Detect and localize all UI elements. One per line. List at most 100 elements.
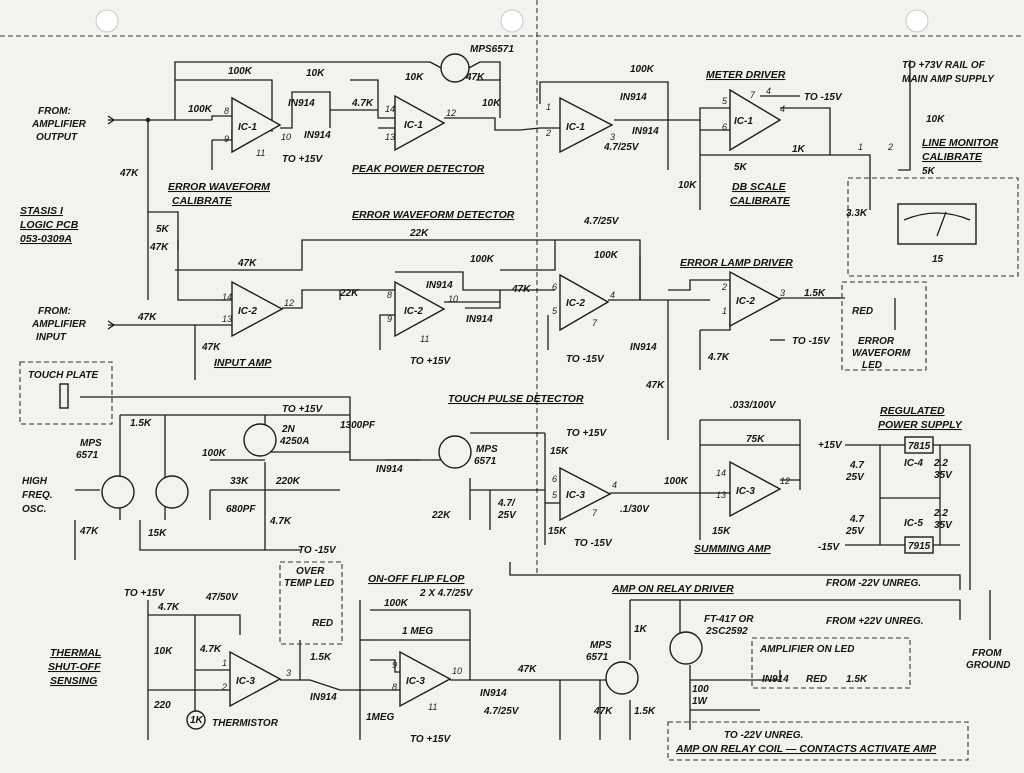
hf-osc-label-3: OSC.: [22, 504, 46, 515]
pin: 10: [448, 294, 458, 304]
component-value: IN914: [304, 130, 331, 141]
pin-numbers: 8 9 10 11 14 13 12 1 2 3 5 6 7 4 14 13 1…: [221, 86, 893, 712]
component-value: 100K: [384, 598, 409, 609]
component-value: TO -15V: [804, 92, 843, 103]
component-value: IN914: [288, 98, 315, 109]
component-value: 5K: [922, 166, 936, 177]
component-value: 4.7/25V: [583, 216, 620, 227]
component-value: 100K: [630, 64, 655, 75]
component-value: 6571: [76, 450, 99, 461]
pin: 10: [281, 132, 291, 142]
component-value: MPS6571: [470, 44, 514, 55]
meter-scale: [903, 212, 971, 221]
transistor-mps6571-bot: [605, 661, 639, 695]
opamp-ic1-c: [559, 96, 614, 154]
pin: 8: [224, 106, 229, 116]
component-value: 4.7/25V: [483, 706, 520, 717]
component-value: TO +15V: [566, 428, 607, 439]
input-amp-header: INPUT AMP: [214, 357, 272, 369]
component-value: TO -15V: [574, 538, 613, 549]
component-value: 100K: [188, 104, 213, 115]
component-value: 2N: [281, 424, 296, 435]
pin: 10: [452, 666, 462, 676]
component-value: 15: [932, 254, 944, 265]
switch-pin: 1: [858, 142, 863, 152]
thermal-header-2: SHUT-OFF: [48, 661, 101, 673]
component-value: 100K: [664, 476, 689, 487]
component-value: 47K: [79, 526, 99, 537]
pin: 8: [392, 682, 397, 692]
component-value: RED: [312, 618, 333, 629]
pin: 14: [716, 468, 726, 478]
component-value: 47K: [465, 72, 485, 83]
component-value: 1.5K: [130, 418, 152, 429]
pin: 2: [221, 682, 227, 692]
ic2b-label: IC-2: [404, 306, 423, 317]
title-block: STASIS I LOGIC PCB 053-0309A: [20, 205, 79, 245]
component-value: TO -15V: [792, 336, 831, 347]
component-value: 4.7/25V: [603, 142, 640, 153]
component-value: 2.2: [933, 458, 948, 469]
component-value: 22K: [409, 228, 429, 239]
error-waveform-calibrate-header-2: CALIBRATE: [172, 195, 233, 207]
component-value: TO +15V: [410, 734, 451, 745]
component-value: 100K: [202, 448, 227, 459]
pin: 11: [428, 702, 437, 712]
component-value: 25V: [497, 510, 517, 521]
from-ground-label-2: GROUND: [966, 660, 1010, 671]
ic-labels: IC-1 IC-1 IC-1 IC-1 IC-2 IC-2 IC-2 IC-2 …: [236, 116, 923, 687]
pin: 3: [286, 668, 291, 678]
component-value: 4.7K: [157, 602, 180, 613]
pin: 7: [592, 318, 598, 328]
component-value: 47K: [645, 380, 665, 391]
binder-hole-right: [905, 9, 929, 33]
meter-driver-header: METER DRIVER: [706, 69, 786, 81]
regulated-header-2: POWER SUPPLY: [878, 419, 963, 431]
hf-osc-label-1: HIGH: [22, 476, 48, 487]
component-value: 220K: [275, 476, 301, 487]
error-led-label-3: LED: [862, 360, 882, 371]
ic1a-label: IC-1: [238, 122, 257, 133]
component-value: .1/30V: [620, 504, 650, 515]
component-value: TO +15V: [124, 588, 165, 599]
component-value: MPS: [590, 640, 612, 651]
component-value: 1.5K: [804, 288, 826, 299]
component-value: 15K: [148, 528, 167, 539]
component-value: 47K: [149, 242, 169, 253]
pin: 2: [545, 128, 551, 138]
component-value: 680PF: [226, 504, 256, 515]
regulated-header-1: REGULATED: [880, 405, 945, 417]
pin: 8: [387, 290, 392, 300]
component-value: 10K: [926, 114, 945, 125]
component-value: 4.7K: [351, 98, 374, 109]
ic3b-label: IC-3: [736, 486, 755, 497]
component-value: 15K: [712, 526, 731, 537]
transistor-mps6571-top: [440, 53, 470, 83]
component-value: 4.7K: [269, 516, 292, 527]
component-value: IN914: [762, 674, 789, 685]
component-value: 1 MEG: [402, 626, 433, 637]
component-value: 1300PF: [340, 420, 376, 431]
line-monitor-header-2: CALIBRATE: [922, 151, 983, 163]
component-value: TO +15V: [282, 404, 323, 415]
db-scale-header-1: DB SCALE: [732, 181, 787, 193]
pin: 11: [420, 334, 429, 344]
transistor-2n4250a: [243, 423, 277, 457]
pin: 5: [552, 306, 558, 316]
component-value: 100K: [228, 66, 253, 77]
rail-note-line-1: TO +73V RAIL OF: [902, 60, 986, 71]
component-value: 22K: [339, 288, 359, 299]
component-value: 33K: [230, 476, 249, 487]
component-value: 35V: [934, 470, 953, 481]
amp-input-line-2: AMPLIFIER: [31, 319, 87, 330]
transistor-ft417: [669, 631, 703, 665]
pin: 6: [722, 122, 727, 132]
component-value: 2 X 4.7/25V: [419, 588, 474, 599]
rail-note: TO +73V RAIL OF MAIN AMP SUPPLY: [902, 60, 995, 85]
component-value: 1.5K: [310, 652, 332, 663]
summing-amp-header: SUMMING AMP: [694, 543, 772, 555]
pin: 4: [780, 104, 785, 114]
component-value: 1.5K: [846, 674, 868, 685]
flip-flop-header: ON-OFF FLIP FLOP: [368, 573, 465, 585]
component-value: 1.5K: [634, 706, 656, 717]
